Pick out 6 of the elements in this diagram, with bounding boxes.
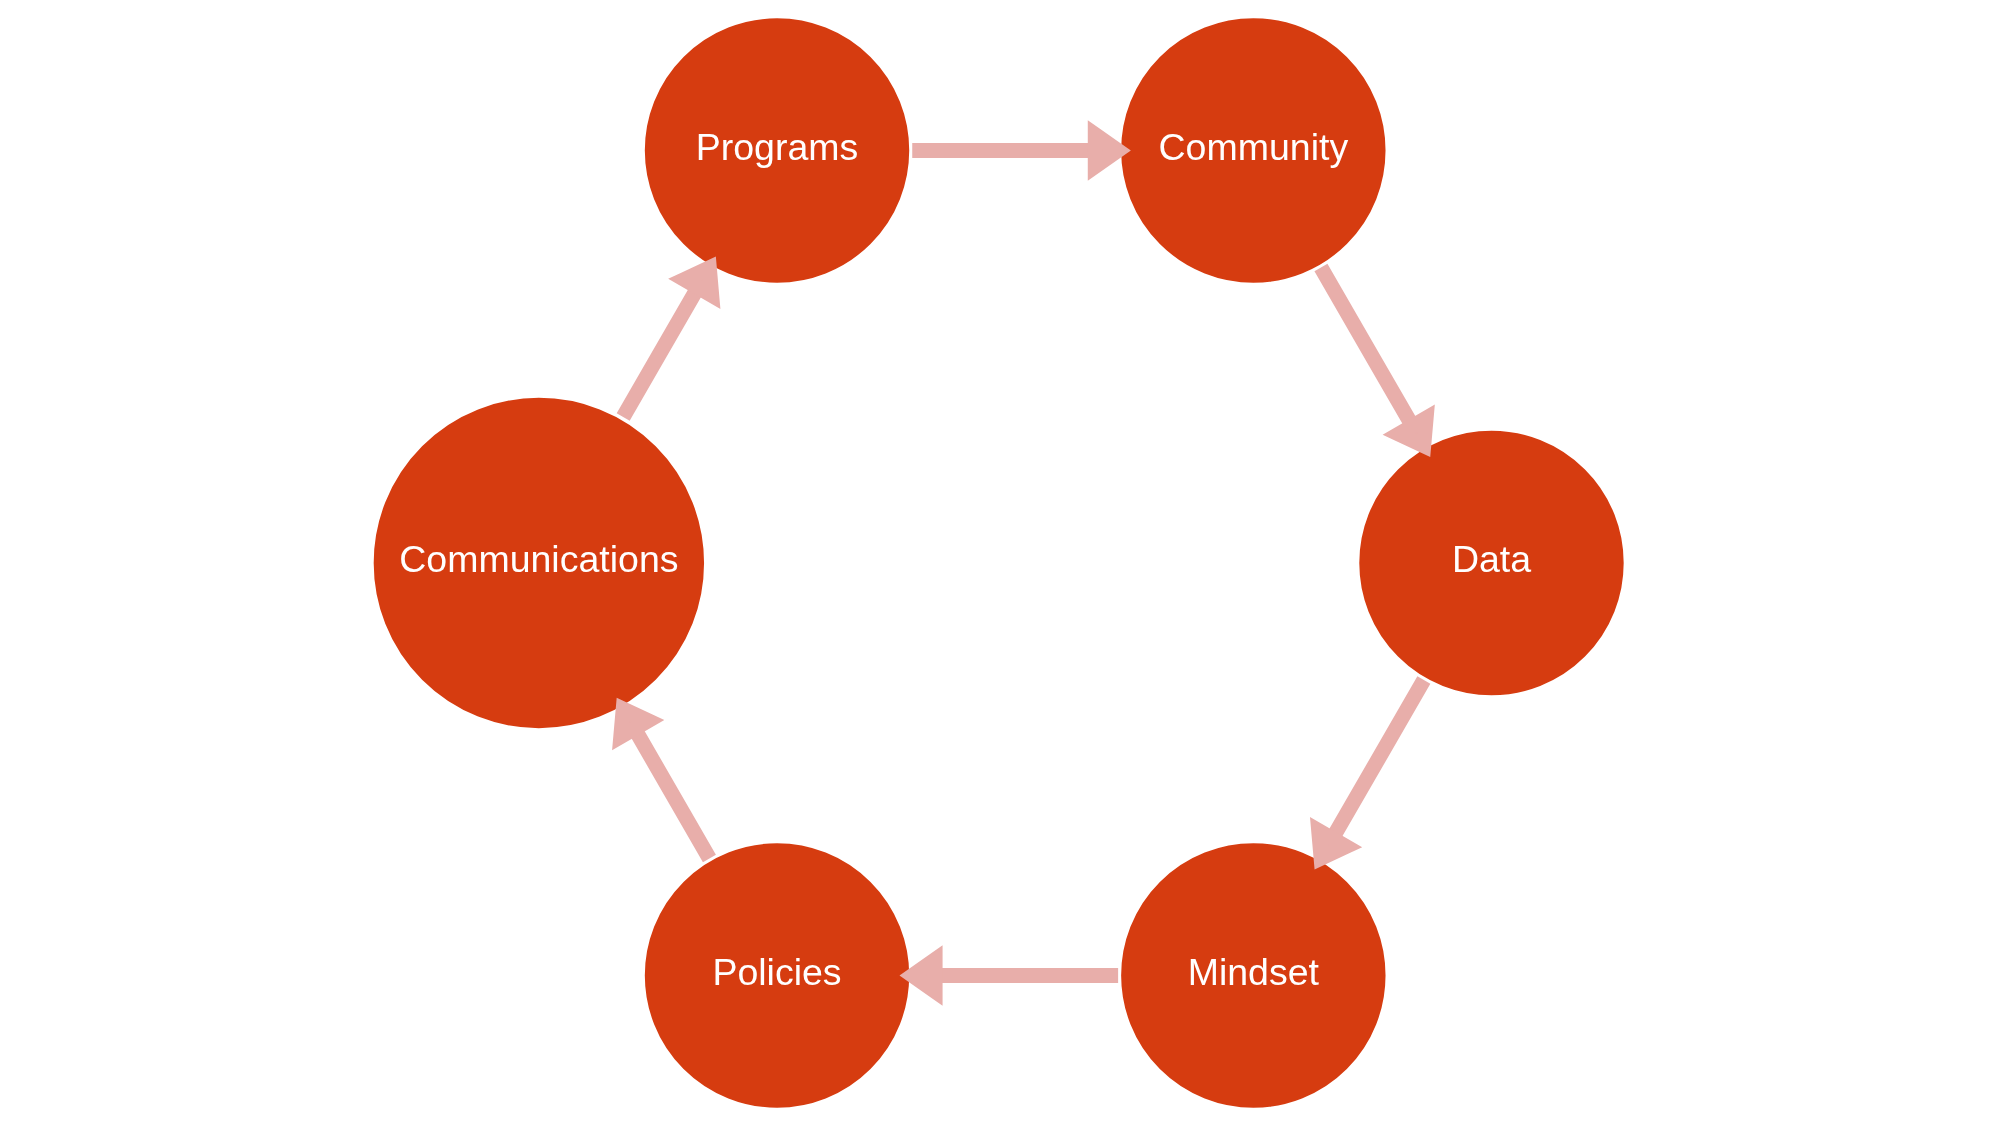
arrow xyxy=(911,120,1131,181)
arrow xyxy=(616,256,720,421)
arrow xyxy=(611,697,716,863)
arrow xyxy=(1313,263,1435,457)
arrow xyxy=(1309,676,1430,870)
arrow xyxy=(899,945,1118,1006)
